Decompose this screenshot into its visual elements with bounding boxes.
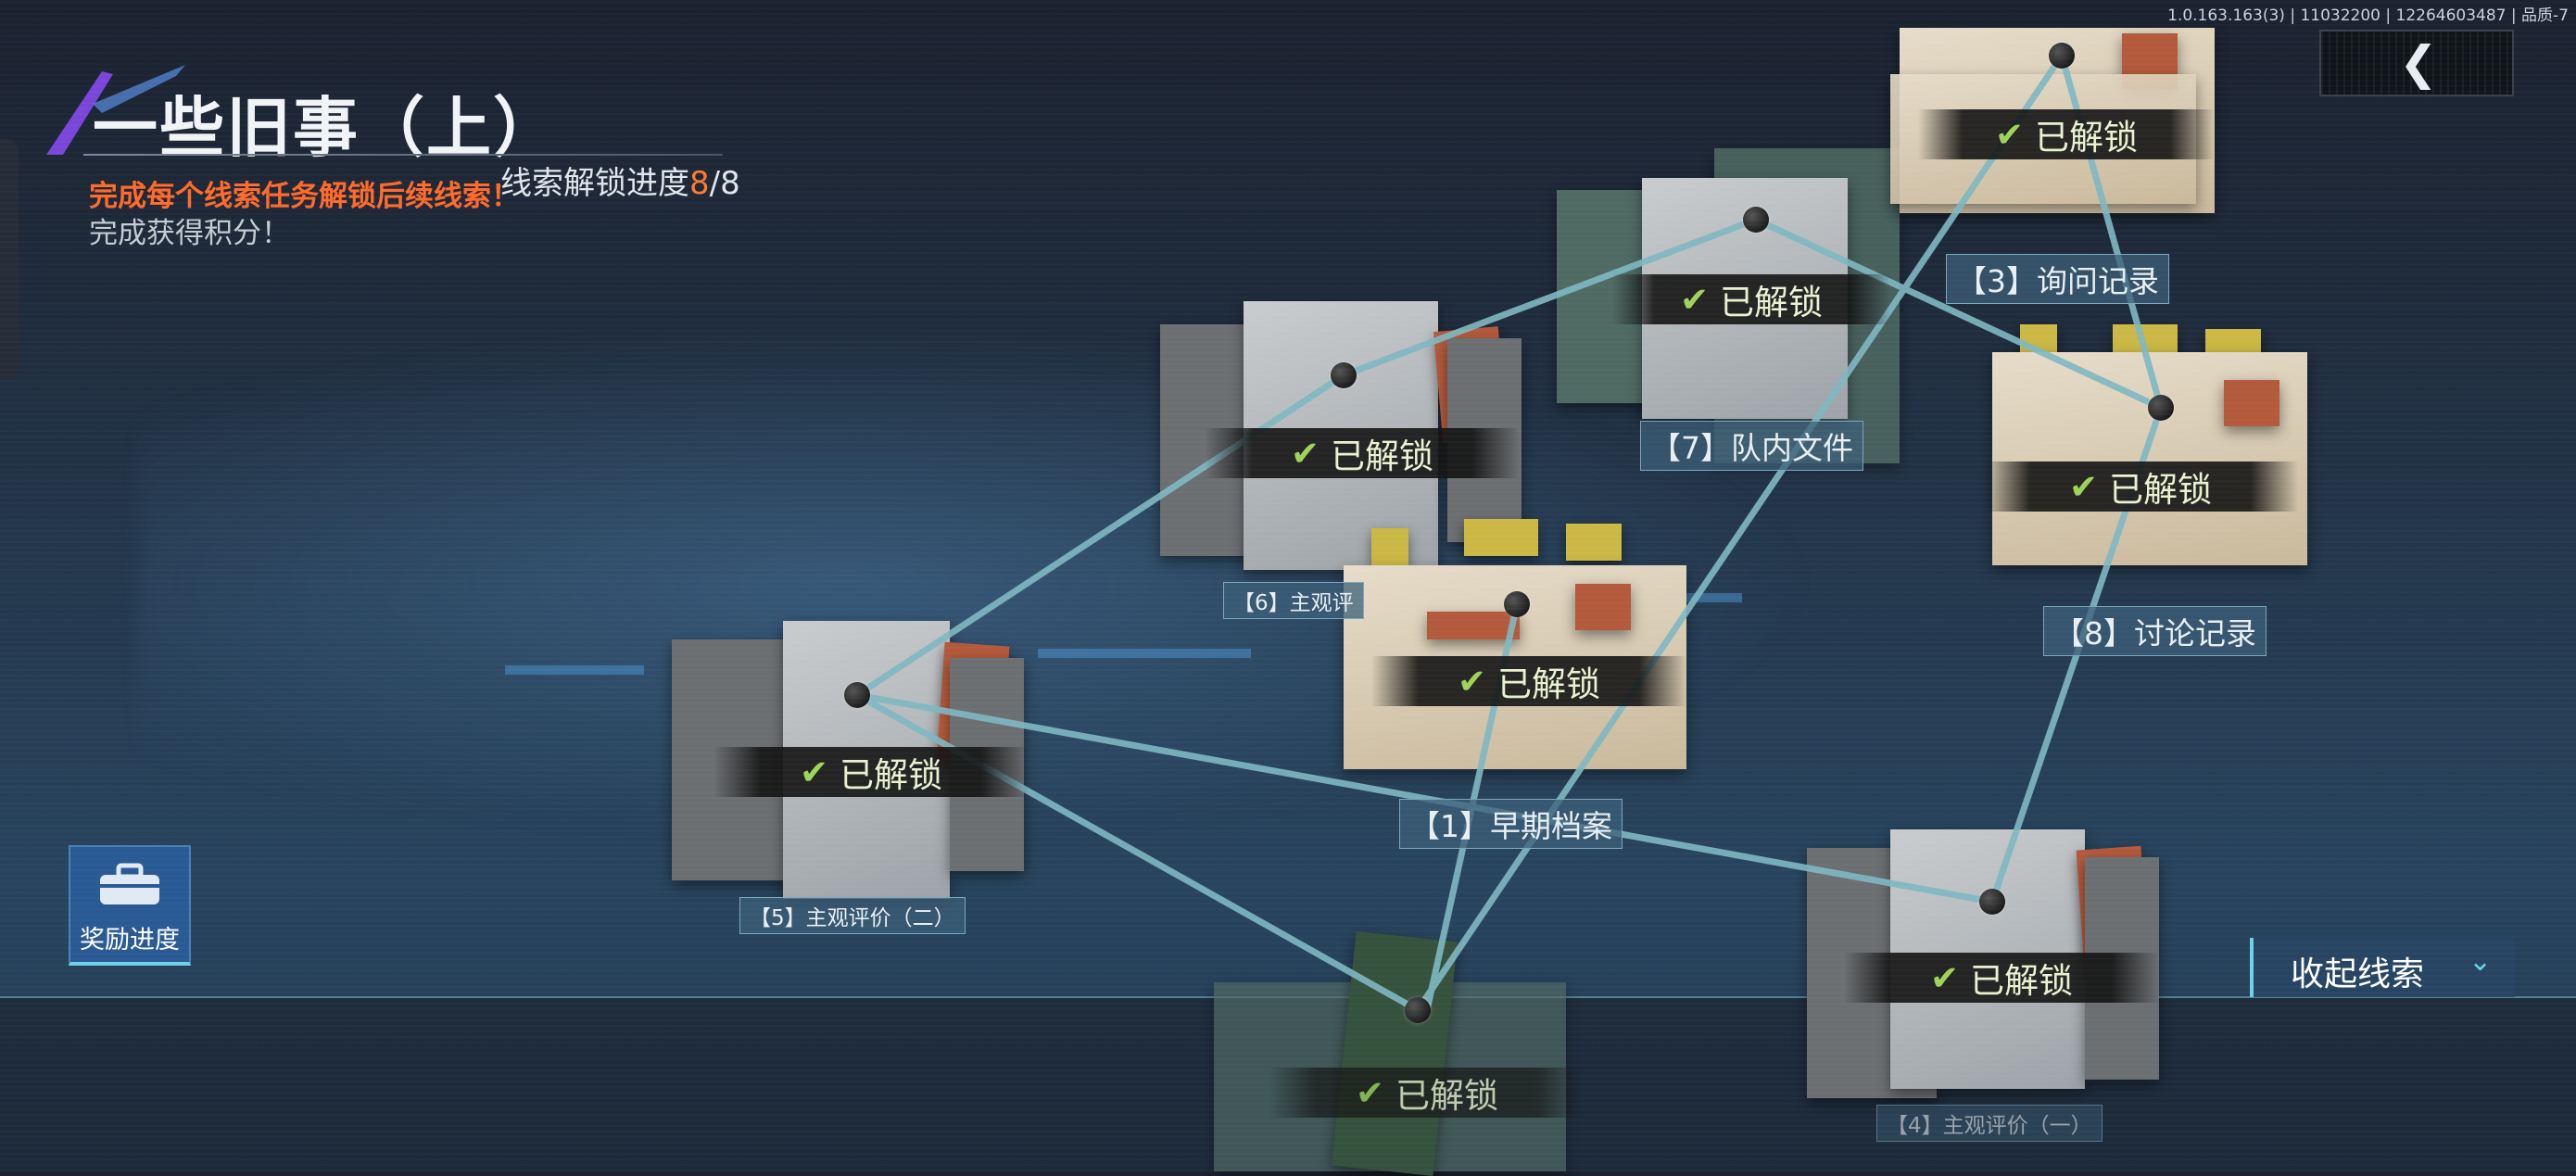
- pin-icon: [844, 682, 870, 708]
- screen-edge-notch: [0, 139, 19, 380]
- toolbox-icon: [100, 863, 159, 904]
- clue-card-8[interactable]: [1974, 324, 2326, 575]
- unlocked-badge: ✔已解锁: [1612, 274, 1890, 324]
- clue-label-6: 【6】主观评: [1223, 582, 1364, 619]
- hint-secondary: 完成获得积分！: [89, 217, 290, 250]
- clue-label-1: 【1】早期档案: [1399, 799, 1623, 849]
- title-divider: [83, 154, 723, 156]
- page-title: 一些旧事（上）: [93, 90, 560, 166]
- pin-icon: [1743, 207, 1769, 233]
- title-decoration-icon: [46, 65, 185, 155]
- check-icon: ✔: [1290, 433, 1320, 474]
- clue-label-3: 【3】询问记录: [1946, 254, 2169, 304]
- collapse-clues-button[interactable]: 收起线索 ⌄: [2250, 938, 2515, 997]
- chevron-down-icon: ⌄: [2469, 945, 2493, 978]
- check-icon: ✔: [2068, 466, 2098, 507]
- check-icon: ✔: [1679, 279, 1709, 320]
- clue-label-5: 【5】主观评价（二）: [739, 897, 966, 934]
- check-icon: ✔: [1929, 957, 1959, 998]
- unlocked-badge: ✔已解锁: [1269, 1068, 1585, 1118]
- reward-progress-button[interactable]: 奖励进度: [69, 845, 191, 966]
- background-streak: [505, 665, 644, 675]
- clue-label-8: 【8】讨论记录: [2043, 606, 2267, 656]
- pin-icon: [2049, 43, 2075, 69]
- reward-progress-label: 奖励进度: [80, 926, 180, 955]
- unlocked-badge: ✔已解锁: [713, 747, 1029, 797]
- unlock-progress: 线索解锁进度8/8: [500, 165, 740, 202]
- pin-icon: [1405, 997, 1431, 1023]
- unlocked-badge: ✔已解锁: [1918, 109, 2215, 159]
- back-button[interactable]: ❮: [2319, 30, 2514, 96]
- unlocked-badge: ✔已解锁: [1205, 428, 1520, 478]
- hint-primary: 完成每个线索任务解锁后续线索！: [89, 180, 520, 213]
- unlocked-badge: ✔已解锁: [1371, 656, 1686, 706]
- check-icon: ✔: [1994, 114, 2024, 155]
- pin-icon: [1504, 591, 1530, 617]
- pin-icon: [1979, 889, 2005, 915]
- unlocked-badge: ✔已解锁: [1844, 953, 2159, 1003]
- clue-label-4: 【4】主观评价（一）: [1876, 1105, 2102, 1142]
- build-info: 1.0.163.163(3) | 11032200 | 12264603487 …: [2167, 6, 2569, 25]
- check-icon: ✔: [799, 752, 828, 792]
- collapse-clues-label: 收起线索: [2291, 955, 2425, 993]
- chevron-left-icon: ❮: [2399, 36, 2438, 90]
- check-icon: ✔: [1355, 1072, 1384, 1113]
- unlocked-badge: ✔已解锁: [1983, 462, 2298, 512]
- clue-label-7: 【7】队内文件: [1640, 421, 1863, 471]
- pin-icon: [1331, 362, 1357, 388]
- pin-icon: [2148, 395, 2174, 421]
- background-streak: [1038, 649, 1251, 658]
- check-icon: ✔: [1457, 661, 1486, 702]
